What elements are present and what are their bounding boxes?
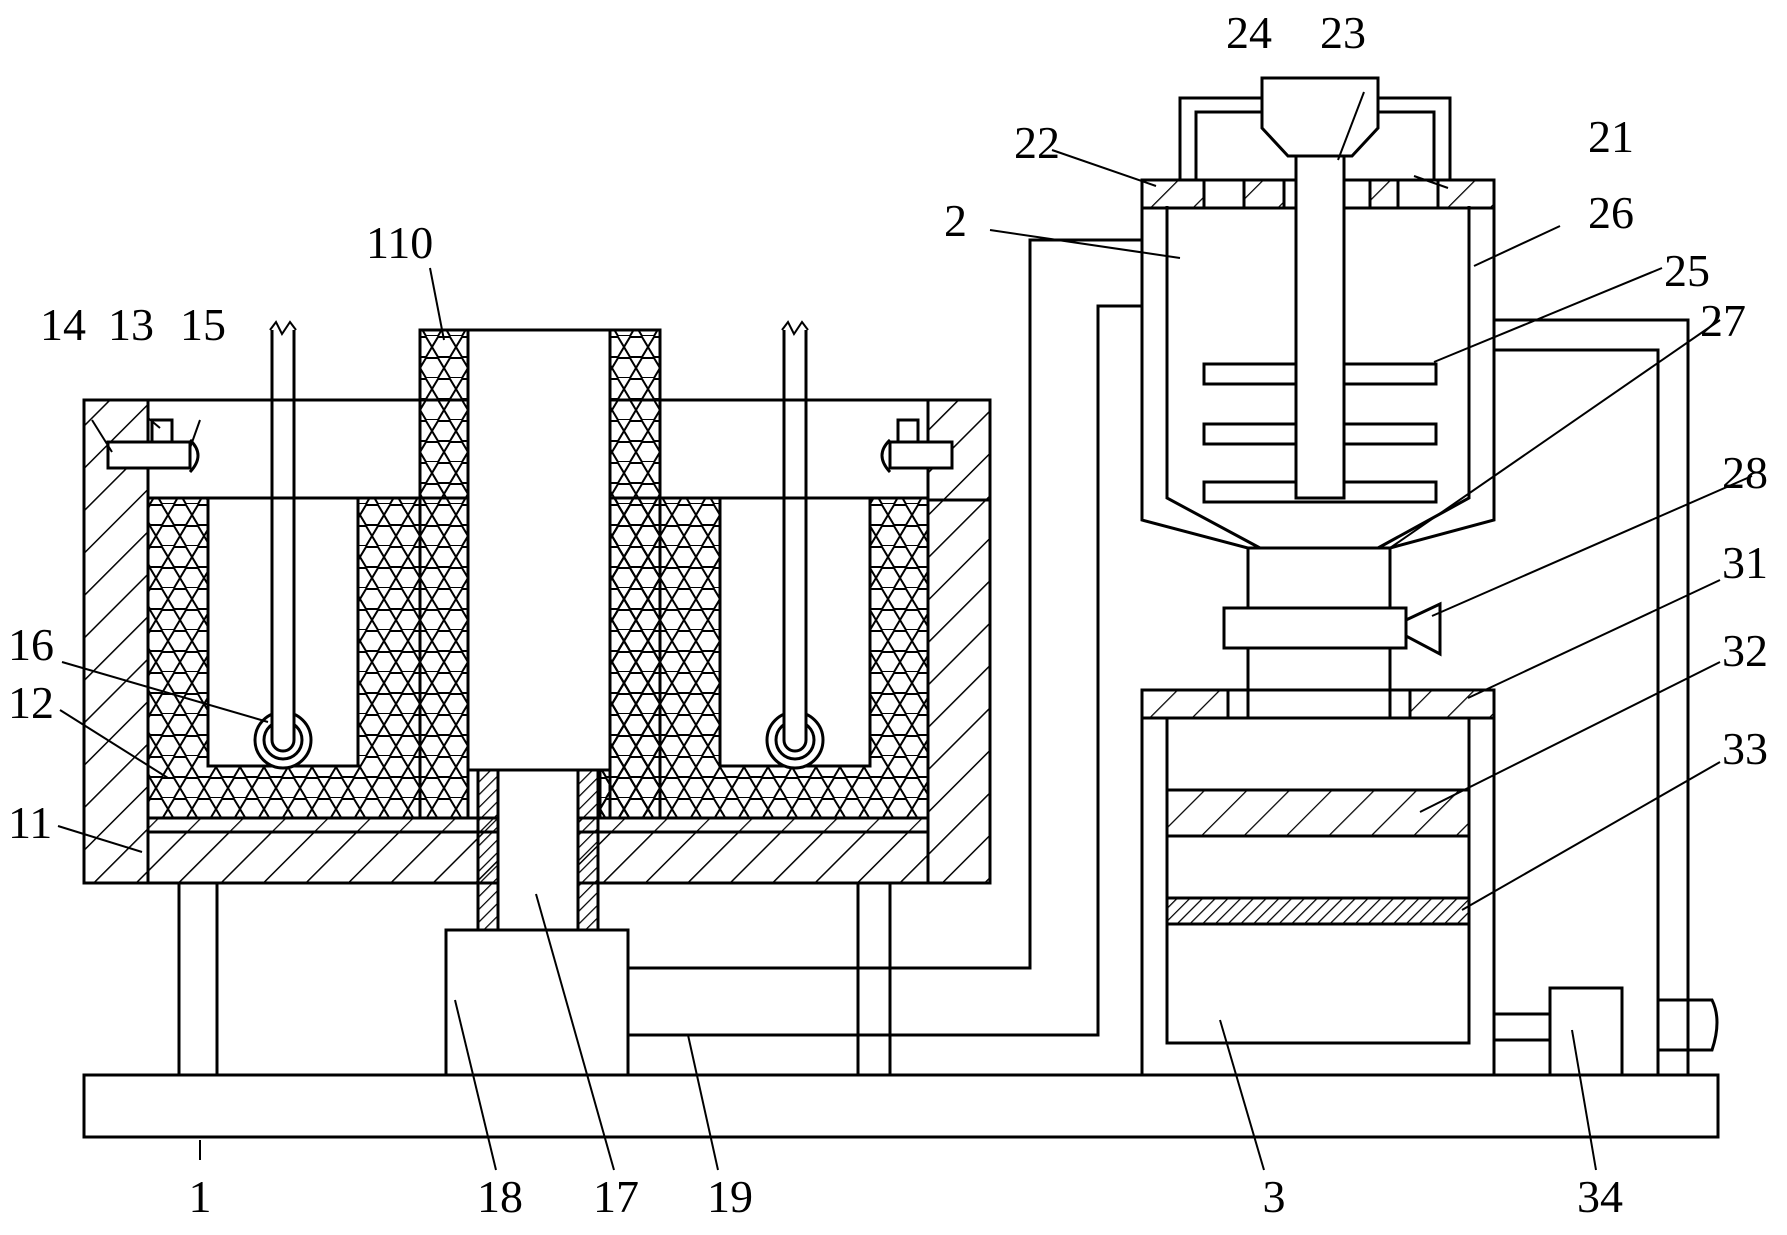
right-tank-leg [856,881,892,1077]
upper-connecting-pipe-inner [628,304,1142,1037]
right-bolt-assembly [880,418,954,474]
label-18: 18 [477,1171,523,1222]
label-24: 24 [1226,7,1272,58]
label-25: 25 [1664,245,1710,296]
label-15: 15 [180,299,226,350]
leader-lines [57,91,1753,1171]
label-2: 2 [944,195,967,246]
label-12: 12 [8,677,54,728]
label-1: 1 [189,1171,212,1222]
left-bolt-assembly [106,418,200,474]
label-19: 19 [707,1171,753,1222]
label-3: 3 [1263,1171,1286,1222]
upper-connecting-pipe [628,238,1142,970]
label-26: 26 [1588,187,1634,238]
label-34: 34 [1577,1171,1623,1222]
valve-handle [1404,601,1442,657]
outlet-pump [1548,986,1624,1077]
label-22: 22 [1014,117,1060,168]
left-stirring-rod [253,320,313,770]
valve-band [1222,606,1408,650]
pump-box [444,928,630,1077]
label-32: 32 [1722,625,1768,676]
filter-tank [1140,688,1496,1077]
right-stirring-rod [765,320,825,770]
label-27: 27 [1700,295,1746,346]
central-insulated-column [418,328,662,820]
stirring-blades [1202,154,1438,504]
left-tank-leg [177,881,219,1077]
drain-pipe [476,768,600,932]
label-23: 23 [1320,7,1366,58]
filter-layer-32 [1165,788,1471,838]
label-21: 21 [1588,111,1634,162]
label-33: 33 [1722,723,1768,774]
left-insulation-basin [146,496,422,820]
label-13: 13 [108,299,154,350]
label-110: 110 [366,217,433,268]
label-17: 17 [593,1171,639,1222]
label-28: 28 [1722,447,1768,498]
label-16: 16 [8,619,54,670]
label-14: 14 [40,299,86,350]
label-11: 11 [8,797,52,848]
filter-layer-33 [1165,896,1471,926]
motor [1260,76,1380,158]
label-31: 31 [1722,537,1768,588]
base-plate [82,1073,1720,1139]
outlet-pipe [1494,1012,1550,1042]
return-pipe [1494,318,1690,1075]
